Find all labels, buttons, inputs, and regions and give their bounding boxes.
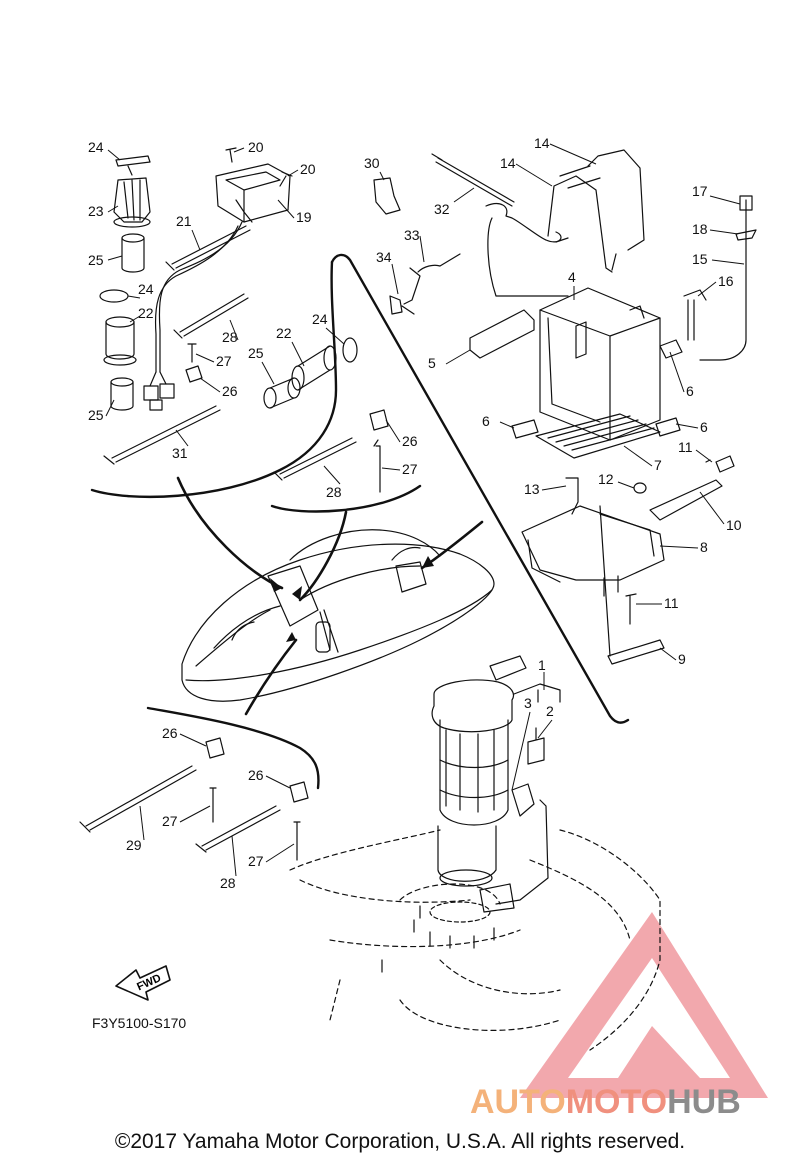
part-31-tie [103, 405, 221, 465]
lower-fastener-group [79, 706, 320, 861]
harness-connectors [143, 371, 175, 411]
callout-24: 24 [138, 281, 154, 297]
callout-10: 10 [726, 517, 742, 533]
part-24-ring-b [342, 337, 358, 363]
pointer-lines [176, 476, 484, 716]
part-28-tie-a [173, 293, 249, 339]
deck-outline [289, 829, 661, 1051]
watermark-part-3: HUB [667, 1083, 741, 1121]
callout-27: 27 [248, 853, 264, 869]
part-21-tie [165, 225, 251, 271]
callout-14: 14 [500, 155, 516, 171]
watermark-part-2: MOTO [565, 1083, 668, 1121]
deck-studs [381, 901, 495, 973]
callout-12: 12 [598, 471, 614, 487]
callout-2: 2 [546, 703, 554, 719]
callout-31: 31 [172, 445, 188, 461]
jet-ski-hull [181, 529, 495, 702]
copyright-notice: ©2017 Yamaha Motor Corporation, U.S.A. A… [114, 1130, 686, 1153]
callout-5: 5 [428, 355, 436, 371]
reference-code: F3Y5100-S170 [92, 1015, 187, 1031]
callout-11: 11 [678, 439, 693, 455]
callout-24: 24 [312, 311, 328, 327]
fuel-pump-group [431, 655, 561, 913]
part-19-housing [215, 163, 291, 223]
callout-6: 6 [700, 419, 708, 435]
part-24-ring [99, 289, 129, 303]
callout-27: 27 [216, 353, 232, 369]
pointer-arrowheads [270, 556, 434, 642]
part-25-sleeve-b [110, 377, 134, 411]
watermark-part-1: AUTO [470, 1083, 566, 1121]
callout-1: 1 [538, 657, 546, 673]
callout-7: 7 [654, 457, 662, 473]
harness-cable [158, 221, 243, 373]
part-24-cap [115, 155, 151, 176]
part-25-sleeve-c [263, 377, 301, 409]
callout-11: 11 [664, 595, 679, 611]
fwd-arrow-icon [115, 965, 171, 1001]
callout-26: 26 [248, 767, 264, 783]
callout-22: 22 [276, 325, 292, 341]
callout-20: 20 [248, 139, 264, 155]
watermark-logo [520, 912, 768, 1098]
callout-26: 26 [162, 725, 178, 741]
callout-28: 28 [220, 875, 236, 891]
callout-16: 16 [718, 273, 734, 289]
callout-25: 25 [248, 345, 264, 361]
callout-28: 28 [222, 329, 238, 345]
callout-32: 32 [434, 201, 450, 217]
part-25-sleeve-a [121, 233, 145, 273]
callout-8: 8 [700, 539, 708, 555]
left-harness-group [90, 147, 358, 499]
part-20-screw-a [225, 147, 237, 163]
callout-28: 28 [326, 484, 342, 500]
callout-25: 25 [88, 407, 104, 423]
callout-27: 27 [402, 461, 418, 477]
callout-20: 20 [300, 161, 316, 177]
callout-18: 18 [692, 221, 708, 237]
callout-13: 13 [524, 481, 540, 497]
watermark-brand: AUTOMOTOHUB [470, 1083, 741, 1122]
middle-fastener-group [270, 409, 422, 513]
group-bracket-left [90, 260, 338, 499]
callout-25: 25 [88, 252, 104, 268]
callout-29: 29 [126, 837, 142, 853]
callout-30: 30 [364, 155, 380, 171]
callout-9: 9 [678, 651, 686, 667]
callout-26: 26 [402, 433, 418, 449]
callout-26: 26 [222, 383, 238, 399]
part-22-grommet-a [103, 316, 137, 366]
callout-3: 3 [524, 695, 532, 711]
callout-17: 17 [692, 183, 708, 199]
callout-27: 27 [162, 813, 178, 829]
callout-6: 6 [686, 383, 694, 399]
group-bracket-right [330, 253, 630, 724]
callout-33: 33 [404, 227, 420, 243]
part-26-clip-a [185, 365, 203, 383]
callout-6: 6 [482, 413, 490, 429]
part-27-rivet-a [187, 343, 197, 363]
leader-lines [105, 143, 745, 877]
callout-34: 34 [376, 249, 392, 265]
callout-4: 4 [568, 269, 576, 285]
callout-19: 19 [296, 209, 312, 225]
callout-21: 21 [176, 213, 192, 229]
callout-labels: 24 23 25 20 20 19 21 24 22 28 27 26 25 2… [88, 135, 742, 891]
callout-14: 14 [534, 135, 550, 151]
callout-15: 15 [692, 251, 708, 267]
battery-group [373, 149, 757, 665]
part-23-boot [113, 177, 151, 228]
part-22-grommet-b [291, 345, 337, 391]
callout-24: 24 [88, 139, 104, 155]
callout-22: 22 [138, 305, 154, 321]
callout-23: 23 [88, 203, 104, 219]
